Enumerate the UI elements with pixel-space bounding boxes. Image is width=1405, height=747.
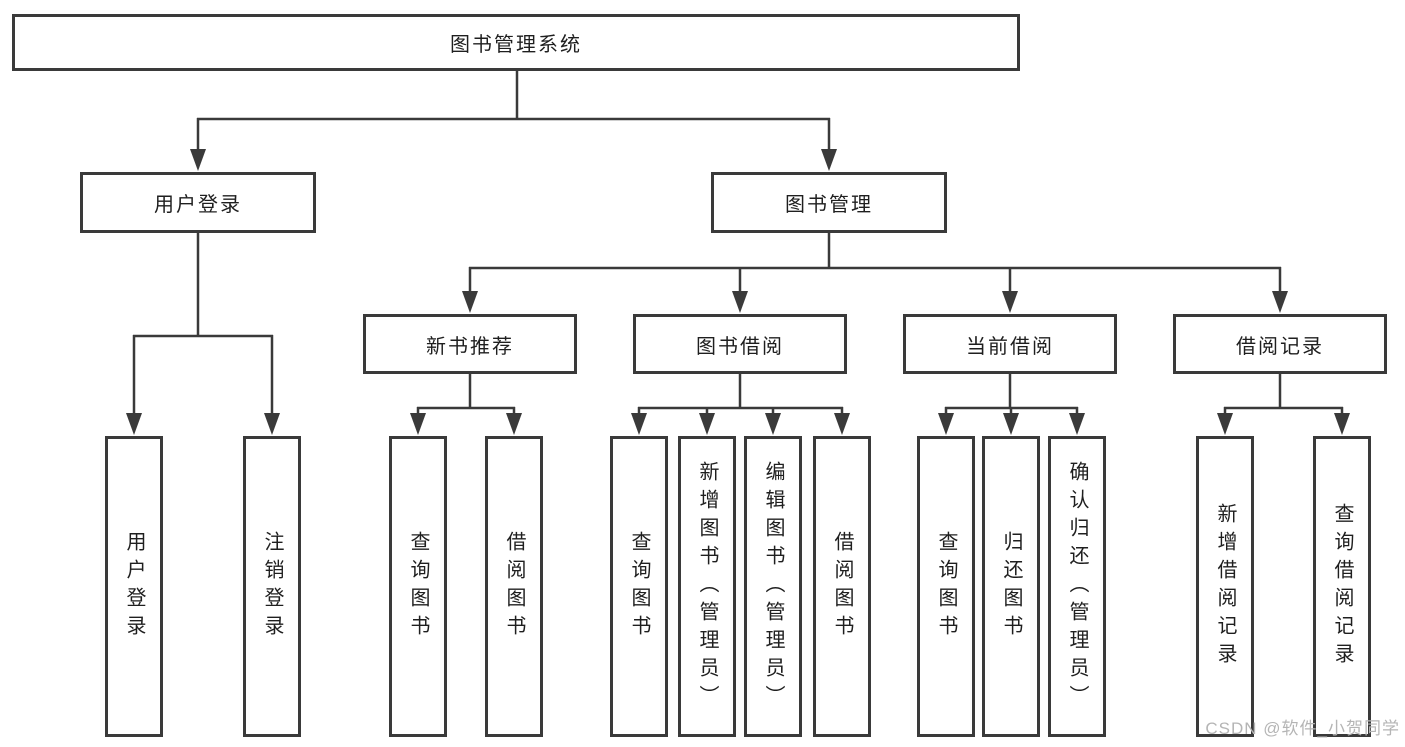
leaf-return-books: 归还图书: [982, 436, 1040, 737]
leaf-query-borrow-record-label: 查询借阅记录: [1331, 502, 1353, 671]
leaf-query-books-current-label: 查询图书: [935, 530, 957, 643]
leaf-add-books-admin-label: 新增图书（管理员）: [696, 460, 718, 713]
node-library-system: 图书管理系统: [12, 14, 1020, 71]
leaf-logout-login-label: 注销登录: [261, 530, 283, 643]
node-current-borrowing: 当前借阅: [903, 314, 1117, 374]
node-new-book-recommend: 新书推荐: [363, 314, 577, 374]
leaf-query-books-recommend-label: 查询图书: [407, 530, 429, 643]
leaf-query-books-borrowing-label: 查询图书: [628, 530, 650, 643]
node-user-login: 用户登录: [80, 172, 316, 233]
leaf-borrow-books-recommend: 借阅图书: [485, 436, 543, 737]
leaf-add-books-admin: 新增图书（管理员）: [678, 436, 736, 737]
leaf-query-books-current: 查询图书: [917, 436, 975, 737]
leaf-edit-books-admin: 编辑图书（管理员）: [744, 436, 802, 737]
leaf-return-books-label: 归还图书: [1000, 530, 1022, 643]
leaf-user-login: 用户登录: [105, 436, 163, 737]
leaf-add-borrow-record: 新增借阅记录: [1196, 436, 1254, 737]
leaf-query-borrow-record: 查询借阅记录: [1313, 436, 1371, 737]
node-book-management: 图书管理: [711, 172, 947, 233]
leaf-logout-login: 注销登录: [243, 436, 301, 737]
leaf-query-books-borrowing: 查询图书: [610, 436, 668, 737]
leaf-edit-books-admin-label: 编辑图书（管理员）: [762, 460, 784, 713]
node-book-borrowing: 图书借阅: [633, 314, 847, 374]
leaf-confirm-return-admin-label: 确认归还（管理员）: [1066, 460, 1088, 713]
leaf-user-login-label: 用户登录: [123, 530, 145, 643]
leaf-borrow-books-label: 借阅图书: [831, 530, 853, 643]
leaf-query-books-recommend: 查询图书: [389, 436, 447, 737]
csdn-watermark: CSDN @软件_小贺同学: [1205, 719, 1400, 738]
leaf-borrow-books-recommend-label: 借阅图书: [503, 530, 525, 643]
leaf-borrow-books: 借阅图书: [813, 436, 871, 737]
node-borrow-records: 借阅记录: [1173, 314, 1387, 374]
leaf-add-borrow-record-label: 新增借阅记录: [1214, 502, 1236, 671]
leaf-confirm-return-admin: 确认归还（管理员）: [1048, 436, 1106, 737]
